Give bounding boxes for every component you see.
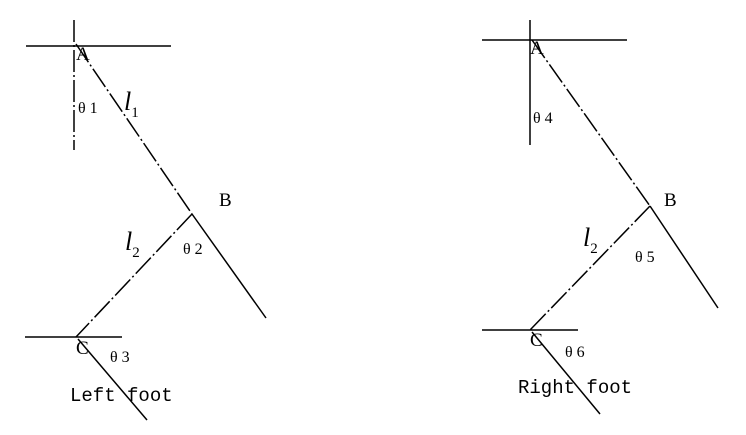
- left-l2-label: l2: [125, 227, 140, 261]
- left-foot-caption: Left foot: [70, 385, 173, 407]
- right-theta6-label: θ 6: [565, 344, 585, 361]
- left-theta1-label: θ 1: [78, 100, 98, 117]
- left-theta3-label: θ 3: [110, 349, 130, 366]
- right-foot-figure: A B C θ 4 θ 5 θ 6 l2 Right foot: [482, 20, 719, 415]
- right-point-b-label: B: [664, 190, 677, 211]
- left-link-l1: [75, 43, 193, 215]
- left-link-l2: [75, 213, 193, 338]
- right-l2-label: l2: [583, 223, 598, 257]
- left-foot-figure: A B C θ 1 θ 2 θ 3 l1 l2 Left foot: [25, 20, 267, 421]
- right-theta5-label: θ 5: [635, 249, 655, 266]
- right-point-c-label: C: [530, 330, 543, 351]
- left-point-b-label: B: [219, 190, 232, 211]
- left-point-a-label: A: [76, 44, 90, 65]
- right-foot-caption: Right foot: [518, 377, 632, 399]
- right-foot-line: [531, 331, 601, 415]
- right-point-a-label: A: [530, 38, 544, 59]
- left-b-extension-line: [191, 213, 267, 319]
- right-link-a-b: [531, 39, 651, 207]
- right-link-l2: [529, 205, 651, 331]
- right-b-extension-line: [649, 205, 719, 309]
- left-foot-line: [77, 338, 148, 421]
- right-theta4-label: θ 4: [533, 110, 553, 127]
- left-l1-label: l1: [124, 87, 139, 121]
- left-point-c-label: C: [76, 338, 89, 359]
- left-theta2-label: θ 2: [183, 241, 203, 258]
